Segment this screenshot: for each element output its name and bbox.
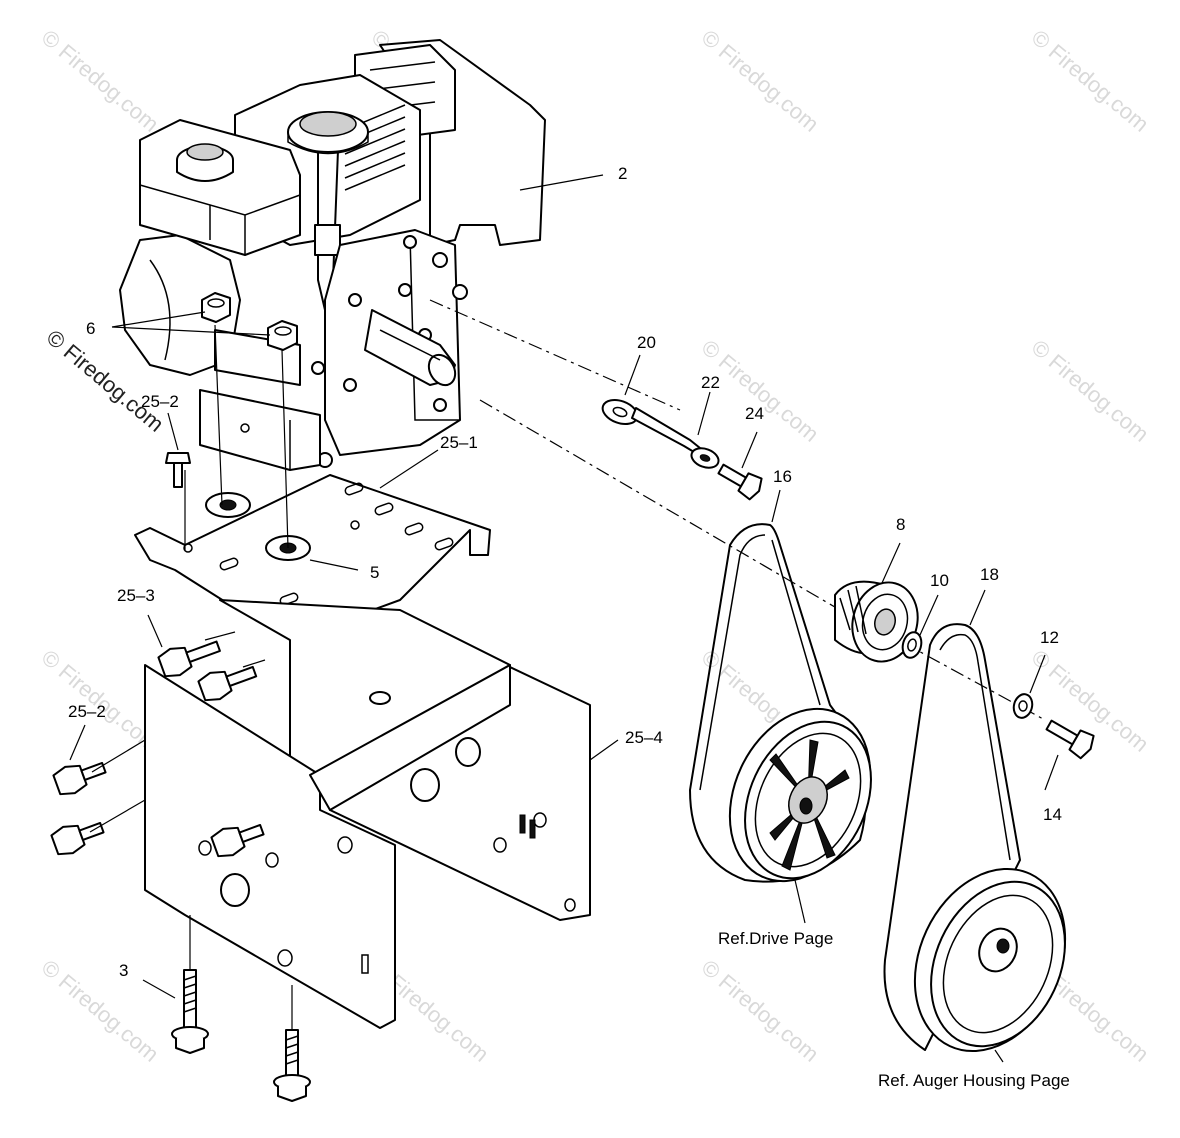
callout-14: 14 — [1043, 805, 1062, 824]
frame — [144, 599, 591, 1029]
callout-25-2-left: 25–2 — [68, 702, 106, 721]
watermark-text: © Firedog.com — [37, 25, 164, 137]
callout-22: 22 — [701, 373, 720, 392]
ref-drive-page: Ref.Drive Page — [718, 929, 833, 948]
ref-auger-housing-page: Ref. Auger Housing Page — [878, 1071, 1070, 1090]
mounting-plate — [134, 474, 491, 641]
callout-10: 10 — [930, 571, 949, 590]
engine — [119, 39, 546, 471]
callout-24: 24 — [745, 404, 764, 423]
auger-pulley — [913, 867, 1067, 1053]
leader-lines — [69, 174, 1059, 1063]
spacer — [901, 631, 923, 659]
callout-25-3: 25–3 — [117, 586, 155, 605]
long-bolts — [171, 915, 311, 1102]
callout-labels: 2 6 20 22 24 16 25–2 25–1 5 8 10 18 25–3… — [68, 164, 1062, 980]
washer-and-bolt — [1012, 693, 1095, 760]
frame-bolts — [50, 452, 266, 858]
callout-25-2-top: 25–2 — [141, 392, 179, 411]
watermark-text: © Firedog.com — [1027, 335, 1154, 447]
watermark-text: © Firedog.com — [697, 25, 824, 137]
callout-2: 2 — [618, 164, 627, 183]
callout-12: 12 — [1040, 628, 1059, 647]
callout-3: 3 — [119, 961, 128, 980]
callout-16: 16 — [773, 467, 792, 486]
callout-8: 8 — [896, 515, 905, 534]
watermark-text: © Firedog.com — [697, 955, 824, 1067]
callout-5: 5 — [370, 563, 379, 582]
callout-25-1: 25–1 — [440, 433, 478, 452]
callout-25-4: 25–4 — [625, 728, 663, 747]
callout-6: 6 — [86, 319, 95, 338]
callout-20: 20 — [637, 333, 656, 352]
engine-pulley — [834, 580, 919, 663]
watermark-text: © Firedog.com — [37, 955, 164, 1067]
auger-belt — [883, 623, 1021, 1051]
belt-guide — [601, 398, 763, 501]
watermark-text: © Firedog.com — [1027, 25, 1154, 137]
callout-18: 18 — [980, 565, 999, 584]
drive-pulley — [728, 707, 872, 883]
